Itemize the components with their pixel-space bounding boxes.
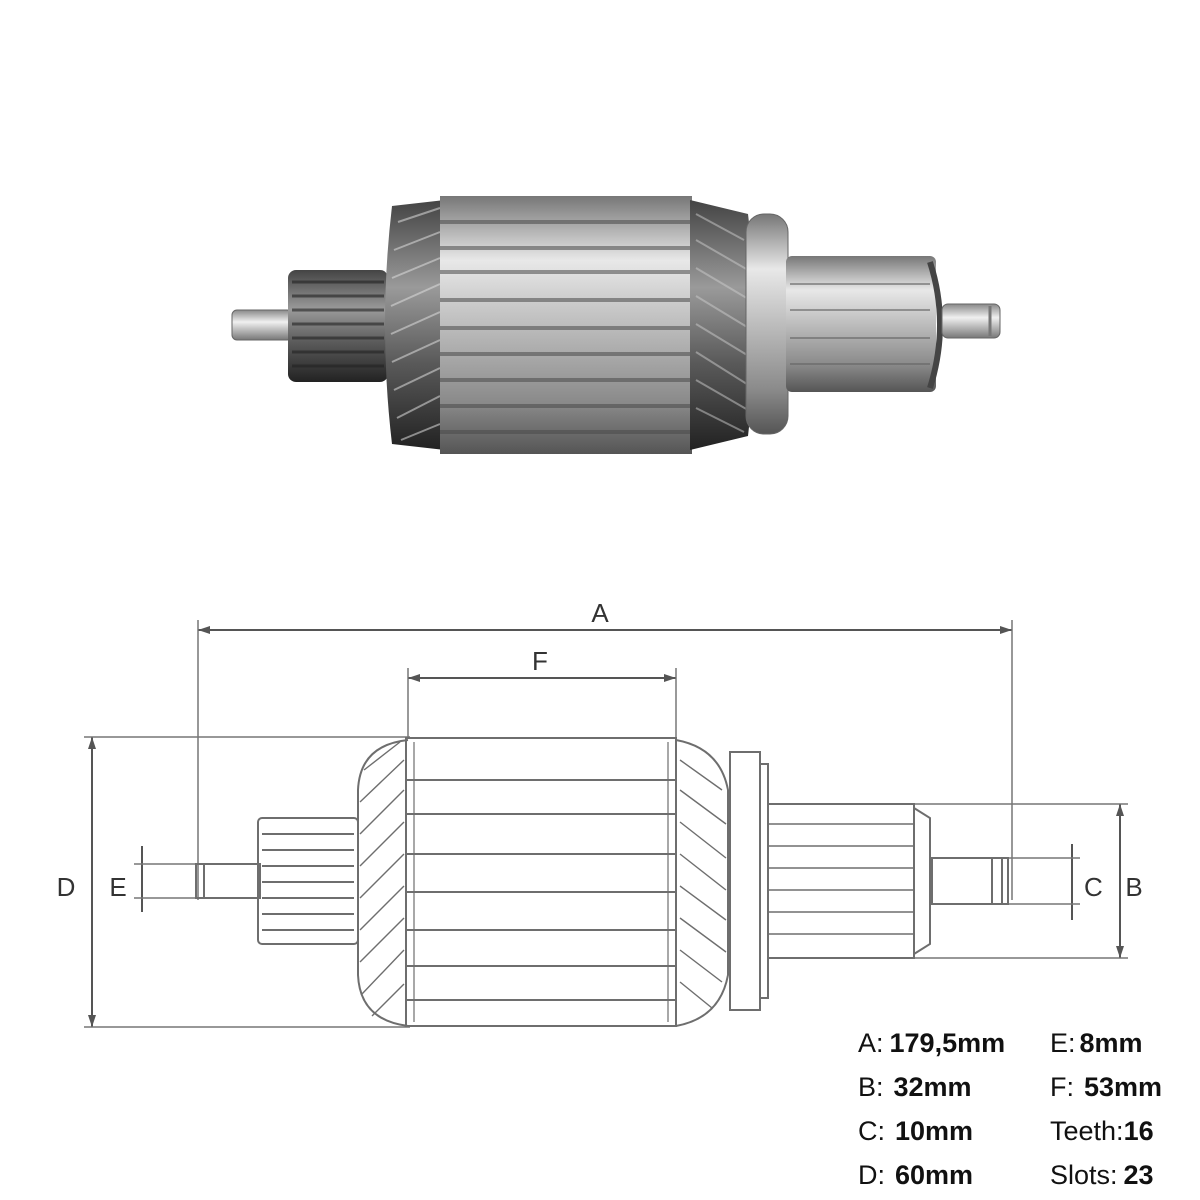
dimension-f-label: F [532,646,548,676]
spec-teeth: Teeth:16 [1050,1116,1154,1146]
photo-pinion [288,270,388,382]
drawing-right-winding [675,739,729,1027]
photo-commutator [786,256,936,392]
drawing-commutator-bars [768,823,914,935]
dimension-e-label: E [109,872,126,902]
drawing-commutator [767,803,915,959]
spec-c: C:10mm [858,1116,974,1146]
drawing-core-slots [406,742,676,1022]
dimension-b-label: B [1125,872,1142,902]
drawing-collar [729,751,761,1011]
dimension-c-label: C [1084,872,1103,902]
spec-a: A:179,5mm [858,1028,1006,1058]
photo-collar [745,213,789,435]
armature-drawing: A F D E C [57,598,1143,1028]
dimension-f: F [407,646,677,738]
armature-photo [231,196,1001,454]
photo-right-winding [690,200,755,450]
photo-left-winding [385,200,445,450]
dimension-d-label: D [57,872,76,902]
spec-f: F:53mm [1050,1072,1163,1102]
drawing-pinion-teeth [262,833,354,931]
drawing-left-winding [357,739,409,1027]
dimension-a: A [197,598,1013,900]
dimension-a-label: A [591,598,609,628]
photo-core [440,196,692,454]
dimension-b: B [912,803,1143,959]
spec-slots: Slots:23 [1050,1160,1154,1190]
spec-e: E:8mm [1050,1028,1143,1058]
spec-d: D:60mm [858,1160,974,1190]
dimension-d: D [57,736,410,1028]
spec-b: B:32mm [858,1072,972,1102]
drawing-core [405,737,677,1027]
dimension-c: C [1004,844,1103,920]
dimension-e: E [109,846,200,912]
drawing-right-shaft [931,857,1009,905]
drawing-left-shaft [195,863,261,899]
photo-left-shaft [231,309,293,341]
photo-right-shaft [941,303,1001,339]
